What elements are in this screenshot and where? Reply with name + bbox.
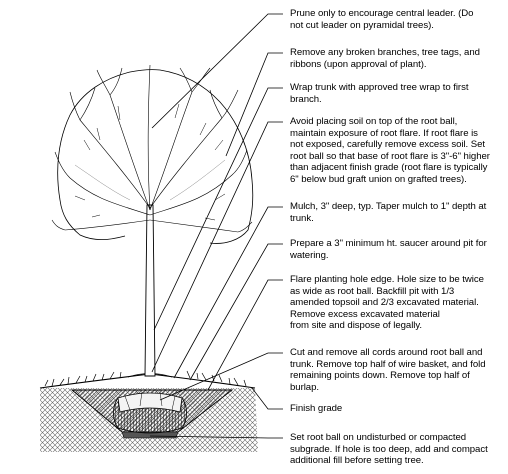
note-root-ball-set: Set root ball on undisturbed or compacte… <box>290 432 506 467</box>
note-line: Remove excess excavated material <box>290 308 440 320</box>
note-line: burlap. <box>290 381 319 393</box>
note-line: watering. <box>290 249 329 261</box>
note-planting-hole: Flare planting hole edge. Hole size to b… <box>290 274 506 332</box>
note-line: from site and dispose of legally. <box>290 320 423 332</box>
note-line: Remove any broken branches, tree tags, a… <box>290 47 480 58</box>
note-line: trunk. Remove top half of wire basket, a… <box>290 358 486 370</box>
note-line: Prune only to encourage central leader. … <box>290 8 474 19</box>
note-line: amended topsoil and 2/3 excavated materi… <box>290 297 479 309</box>
note-line: Flare planting hole edge. Hole size to b… <box>290 274 484 285</box>
note-cords-wire: Cut and remove all cords around root bal… <box>290 347 506 393</box>
tree-canopy <box>51 64 254 244</box>
note-line: subgrade. If hole is too deep, add and c… <box>290 443 488 455</box>
note-line: additional fill before setting tree. <box>290 455 424 467</box>
note-line: Avoid placing soil on top of the root ba… <box>290 116 458 127</box>
note-central-leader: Prune only to encourage central leader. … <box>290 8 506 31</box>
note-line: not cut leader on pyramidal trees). <box>290 19 434 31</box>
note-line: ribbons (upon approval of plant). <box>290 58 427 70</box>
note-finish-grade: Finish grade <box>290 403 506 415</box>
note-line: 6" below bud graft union on grafted tree… <box>290 173 467 185</box>
note-line: Mulch, 3" deep, typ. Taper mulch to 1" d… <box>290 201 487 212</box>
note-line: maintain exposure of root flare. If root… <box>290 127 478 139</box>
leader-lines <box>149 13 283 439</box>
note-line: branch. <box>290 93 322 105</box>
note-line: than adjacent finish grade (root flare i… <box>290 162 488 174</box>
note-trunk-wrap: Wrap trunk with approved tree wrap to fi… <box>290 82 506 105</box>
note-saucer: Prepare a 3" minimum ht. saucer around p… <box>290 238 506 261</box>
note-line: as wide as root ball. Backfill pit with … <box>290 285 455 297</box>
note-mulch: Mulch, 3" deep, typ. Taper mulch to 1" d… <box>290 201 506 224</box>
note-line: Finish grade <box>290 403 343 414</box>
note-line: Cut and remove all cords around root bal… <box>290 347 483 358</box>
note-line: not exposed, carefully remove excess soi… <box>290 139 486 151</box>
note-line: remaining points down. Remove top half o… <box>290 370 470 382</box>
note-line: root ball so that base of root flare is … <box>290 150 490 162</box>
note-broken-branches: Remove any broken branches, tree tags, a… <box>290 47 506 70</box>
tree-trunk <box>144 204 156 377</box>
note-line: Wrap trunk with approved tree wrap to fi… <box>290 82 469 93</box>
note-root-flare: Avoid placing soil on top of the root ba… <box>290 116 506 186</box>
note-line: Set root ball on undisturbed or compacte… <box>290 432 467 443</box>
note-line: Prepare a 3" minimum ht. saucer around p… <box>290 238 487 249</box>
note-line: trunk. <box>290 212 314 224</box>
root-ball <box>113 391 187 434</box>
